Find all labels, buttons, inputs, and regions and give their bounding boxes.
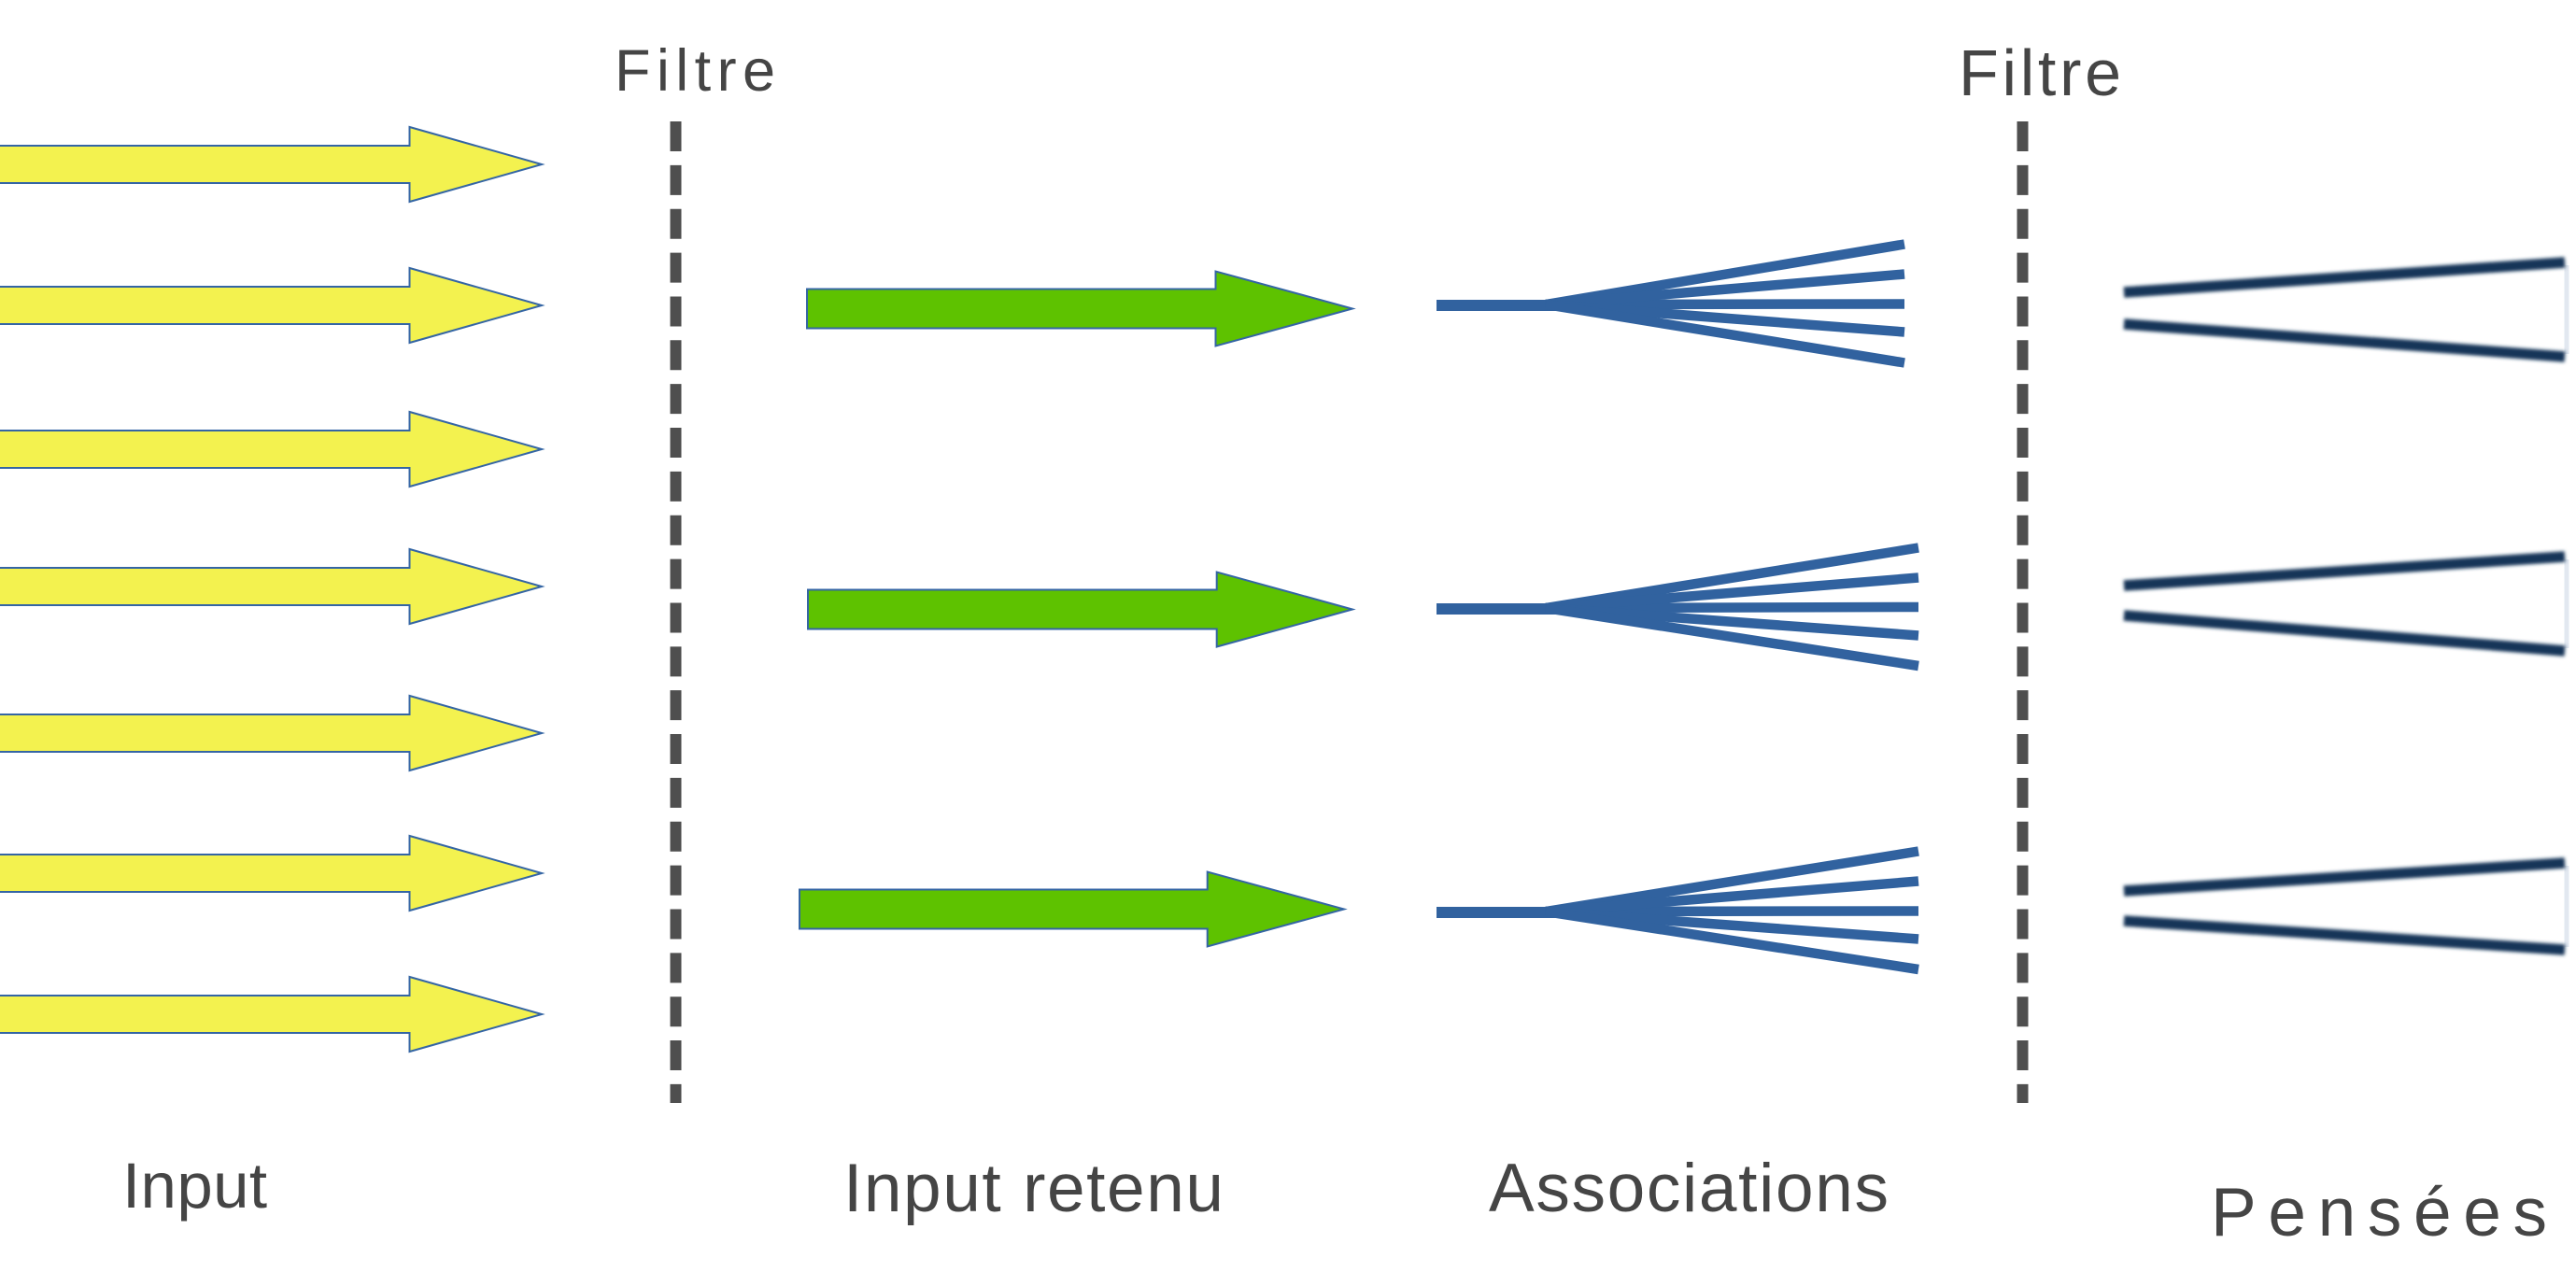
svg-text:Input: Input xyxy=(122,1150,267,1222)
svg-text:Filtre: Filtre xyxy=(615,38,775,104)
svg-text:Input retenu: Input retenu xyxy=(843,1151,1224,1226)
svg-text:Filtre: Filtre xyxy=(1959,36,2121,109)
svg-text:Associations: Associations xyxy=(1489,1151,1889,1226)
